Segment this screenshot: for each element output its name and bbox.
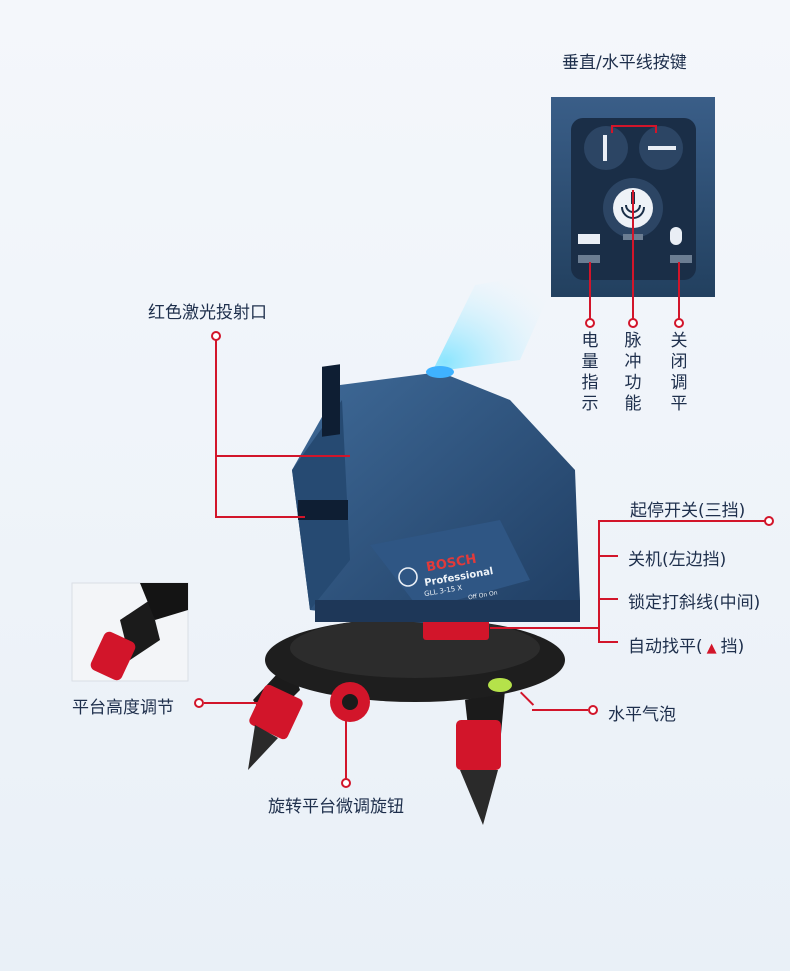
label-vertical-horizontal-buttons: 垂直/水平线按键 — [562, 53, 687, 73]
label-level-bubble: 水平气泡 — [608, 705, 676, 725]
label-platform-height: 平台高度调节 — [72, 698, 174, 718]
tripod-base — [248, 618, 565, 825]
tick-auto-level — [598, 641, 618, 643]
callout-line-laser-h1 — [215, 455, 350, 457]
callout-dot-close-leveling — [674, 318, 684, 328]
callout-line-battery — [589, 262, 591, 320]
label-close-leveling: 关闭调平 — [670, 331, 688, 414]
callout-line-platform-height — [204, 702, 264, 704]
auto-level-prefix: 自动找平( — [628, 637, 703, 657]
callout-line-switch-vertical — [598, 520, 600, 642]
callout-dot-battery — [585, 318, 595, 328]
label-battery-indicator: 电量指示 — [581, 331, 599, 414]
label-red-laser-window: 红色激光投射口 — [148, 303, 267, 323]
label-pulse-function: 脉冲功能 — [624, 331, 642, 414]
label-start-stop-switch: 起停开关(三挡) — [630, 501, 746, 521]
callout-line-pulse — [632, 190, 634, 320]
tick-lock-slope — [598, 598, 618, 600]
callout-line-laser-h2 — [215, 516, 305, 518]
callout-line-close-leveling — [678, 262, 680, 320]
label-off-left: 关机(左边挡) — [628, 550, 727, 570]
laser-level-body — [292, 364, 580, 640]
tick-off-left — [598, 555, 618, 557]
callout-line-rotate-platform — [345, 718, 347, 780]
callout-line-switch-top — [598, 520, 766, 522]
callout-dot-pulse — [628, 318, 638, 328]
callout-dot-rotate-platform — [341, 778, 351, 788]
laser-beam — [432, 270, 560, 372]
callout-dot-switch — [764, 516, 774, 526]
callout-line-switch-device — [490, 627, 598, 629]
callout-line-laser-v — [215, 340, 217, 518]
label-rotate-platform: 旋转平台微调旋钮 — [268, 797, 404, 817]
label-auto-level: 自动找平(▲挡) — [628, 632, 744, 657]
callout-dot-platform-height — [194, 698, 204, 708]
auto-level-triangle-symbol: ▲ — [706, 641, 717, 656]
height-adjuster-inset — [71, 582, 189, 682]
label-lock-slope: 锁定打斜线(中间) — [628, 593, 761, 613]
callout-dot-bubble — [588, 705, 598, 715]
auto-level-suffix: 挡) — [720, 637, 745, 657]
callout-line-bubble-h — [532, 709, 588, 711]
